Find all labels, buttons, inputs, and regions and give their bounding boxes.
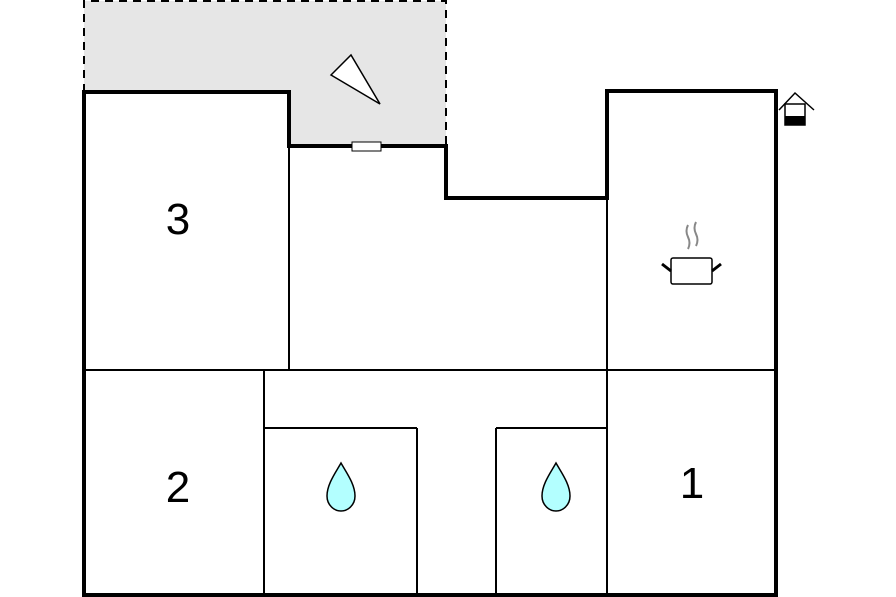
kitchen-pot-icon xyxy=(661,221,722,285)
exterior-walls xyxy=(82,89,778,597)
house-floor-indicator-icon xyxy=(778,91,815,126)
room-label-1: 1 xyxy=(679,459,705,508)
room-label-3: 3 xyxy=(165,195,191,244)
room-label-2: 2 xyxy=(165,463,191,512)
window-icon xyxy=(351,141,382,152)
interior-walls xyxy=(84,146,776,595)
bathroom-water-drop-icon xyxy=(541,461,571,512)
terrace-area xyxy=(83,0,447,146)
terrace-direction-icon xyxy=(329,53,381,105)
bathroom-water-drop-icon xyxy=(326,461,356,512)
